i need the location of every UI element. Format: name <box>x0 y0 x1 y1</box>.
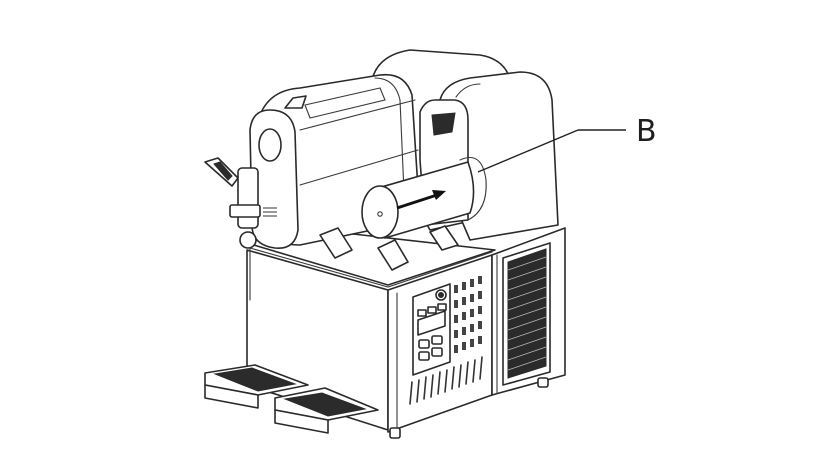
vent-grille <box>502 242 551 386</box>
insert-direction-arrow <box>396 190 446 210</box>
drip-trays <box>204 364 379 434</box>
control-panel <box>409 276 483 405</box>
callout-leader-line <box>477 129 579 173</box>
bowl-supports <box>319 225 459 271</box>
dispenser-tap <box>204 157 277 301</box>
callout-label-b: B <box>636 114 657 149</box>
